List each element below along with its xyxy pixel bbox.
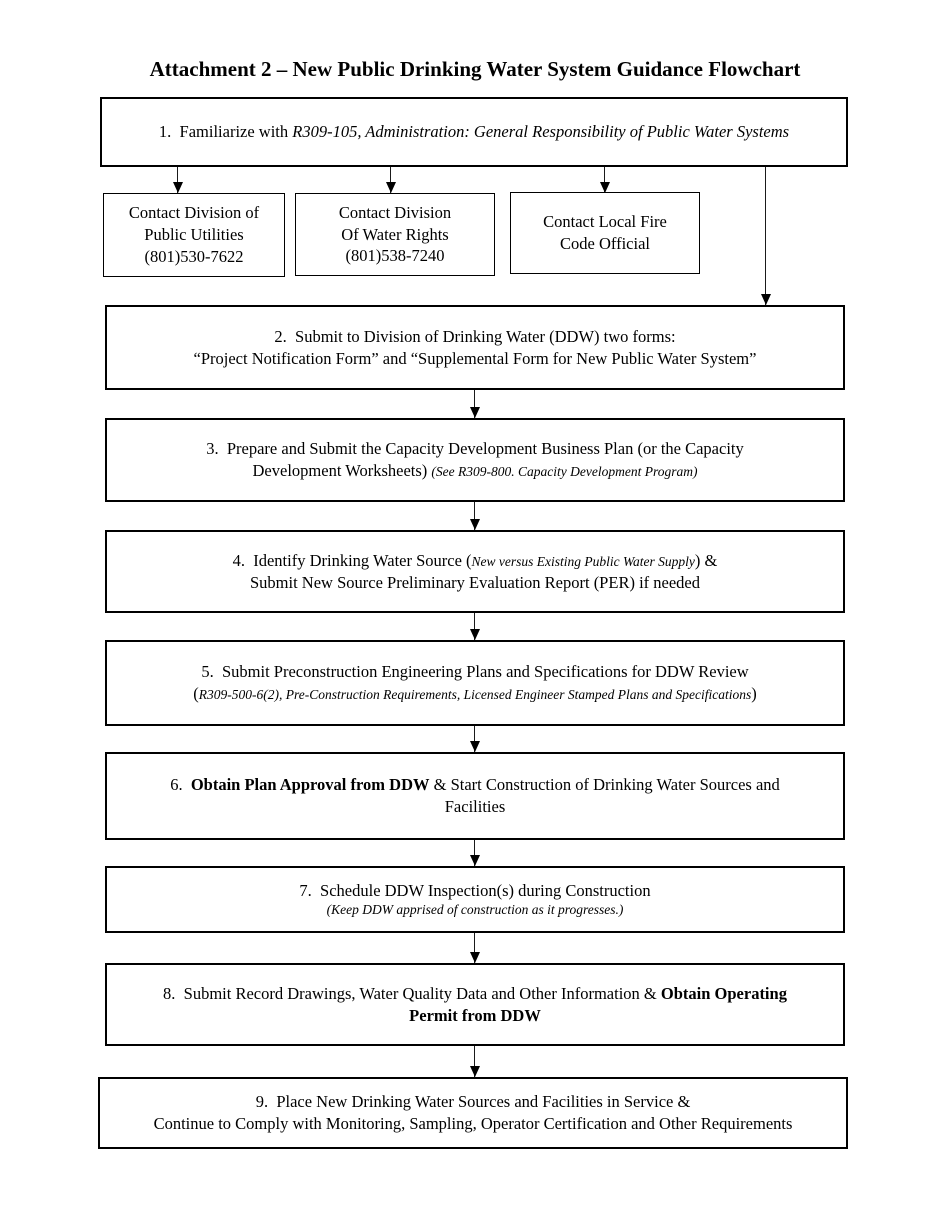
step-5-reference-note: R309-500-6(2), Pre-Construction Requirem… xyxy=(198,687,752,702)
step-1-prefix: 1. Familiarize with xyxy=(158,122,293,142)
contact-fire-code-line2: Code Official xyxy=(560,234,650,253)
step-3-line2-text: Development Worksheets) xyxy=(252,461,432,480)
arrow-step1-to-fire-code xyxy=(600,167,610,193)
step-6-approval-bold: Obtain Plan Approval from DDW xyxy=(190,775,430,795)
step-6-number: 6. xyxy=(170,775,191,795)
arrow-step5-to-step6 xyxy=(470,726,480,752)
step-7-line1: 7. Schedule DDW Inspection(s) during Con… xyxy=(299,880,651,900)
arrow-step4-to-step5 xyxy=(470,613,480,640)
step-5-paren-open: ( xyxy=(193,684,199,703)
step-1-box: 1. Familiarize with R309-105, Administra… xyxy=(100,97,848,167)
step-8-box: 8. Submit Record Drawings, Water Quality… xyxy=(105,963,845,1046)
step-9-line1: 9. Place New Drinking Water Sources and … xyxy=(255,1092,691,1112)
arrow-step1-to-step2 xyxy=(761,167,771,305)
contact-water-rights-box: Contact Division Of Water Rights (801)53… xyxy=(295,193,495,276)
step-6-line1-rest: & Start Construction of Drinking Water S… xyxy=(429,775,780,795)
contact-water-rights-line1: Contact Division xyxy=(338,202,452,222)
arrow-step6-to-step7 xyxy=(470,840,480,866)
contact-public-utilities-box: Contact Division of Public Utilities (80… xyxy=(103,193,285,277)
contact-public-utilities-line1: Contact Division of xyxy=(128,203,260,223)
step-8-line1: 8. Submit Record Drawings, Water Quality… xyxy=(117,983,833,1005)
step-6-line2: Facilities xyxy=(444,797,506,816)
step-4-box: 4. Identify Drinking Water Source (New v… xyxy=(105,530,845,613)
step-3-box: 3. Prepare and Submit the Capacity Devel… xyxy=(105,418,845,502)
contact-fire-code-box: Contact Local Fire Code Official xyxy=(510,192,700,274)
step-4-line1-pre: 4. Identify Drinking Water Source ( xyxy=(232,550,472,570)
step-6-box: 6. Obtain Plan Approval from DDW & Start… xyxy=(105,752,845,840)
step-6-line1: 6. Obtain Plan Approval from DDW & Start… xyxy=(117,774,833,796)
step-5-line1: 5. Submit Preconstruction Engineering Pl… xyxy=(201,662,749,682)
contact-fire-code-line1: Contact Local Fire xyxy=(543,212,667,232)
step-4-line1-post: ) & xyxy=(694,550,718,570)
step-9-box: 9. Place New Drinking Water Sources and … xyxy=(98,1077,848,1149)
arrow-step2-to-step3 xyxy=(470,390,480,418)
step-3-line1: 3. Prepare and Submit the Capacity Devel… xyxy=(206,439,744,459)
arrow-step1-to-public-utilities xyxy=(173,167,183,193)
step-1-text: 1. Familiarize with R309-105, Administra… xyxy=(112,121,836,143)
step-8-permit-bold-1: Obtain Operating xyxy=(660,983,787,1003)
page-title: Attachment 2 – New Public Drinking Water… xyxy=(149,57,801,81)
arrow-step8-to-step9 xyxy=(470,1046,480,1077)
step-5-paren-close: ) xyxy=(751,684,757,703)
step-7-box: 7. Schedule DDW Inspection(s) during Con… xyxy=(105,866,845,933)
step-9-line2: Continue to Comply with Monitoring, Samp… xyxy=(153,1114,793,1133)
contact-public-utilities-line2: Public Utilities xyxy=(144,225,244,245)
contact-public-utilities-phone: (801)530-7622 xyxy=(144,246,244,266)
step-2-line1: 2. Submit to Division of Drinking Water … xyxy=(274,326,676,346)
arrow-step1-to-water-rights xyxy=(386,167,396,193)
step-2-line2: “Project Notification Form” and “Supplem… xyxy=(193,348,757,368)
step-3-line2: Development Worksheets) (See R309-800. C… xyxy=(117,460,833,482)
step-2-box: 2. Submit to Division of Drinking Water … xyxy=(105,305,845,390)
step-7-progress-note: (Keep DDW apprised of construction as it… xyxy=(326,902,624,918)
step-8-permit-bold-2: Permit from DDW xyxy=(409,1005,541,1025)
step-3-reference-note: (See R309-800. Capacity Development Prog… xyxy=(431,464,698,479)
step-4-source-note: New versus Existing Public Water Supply xyxy=(471,553,695,569)
step-8-line1-text: 8. Submit Record Drawings, Water Quality… xyxy=(163,983,661,1003)
step-1-regulation-title: R309-105, Administration: General Respon… xyxy=(292,122,790,142)
step-5-box: 5. Submit Preconstruction Engineering Pl… xyxy=(105,640,845,726)
arrow-step3-to-step4 xyxy=(470,502,480,530)
contact-water-rights-line2: Of Water Rights xyxy=(341,224,449,244)
step-5-line2: (R309-500-6(2), Pre-Construction Require… xyxy=(117,683,833,705)
step-4-line1: 4. Identify Drinking Water Source (New v… xyxy=(117,550,833,572)
contact-water-rights-phone: (801)538-7240 xyxy=(345,246,445,266)
arrow-step7-to-step8 xyxy=(470,933,480,963)
step-4-line2: Submit New Source Preliminary Evaluation… xyxy=(250,572,700,592)
